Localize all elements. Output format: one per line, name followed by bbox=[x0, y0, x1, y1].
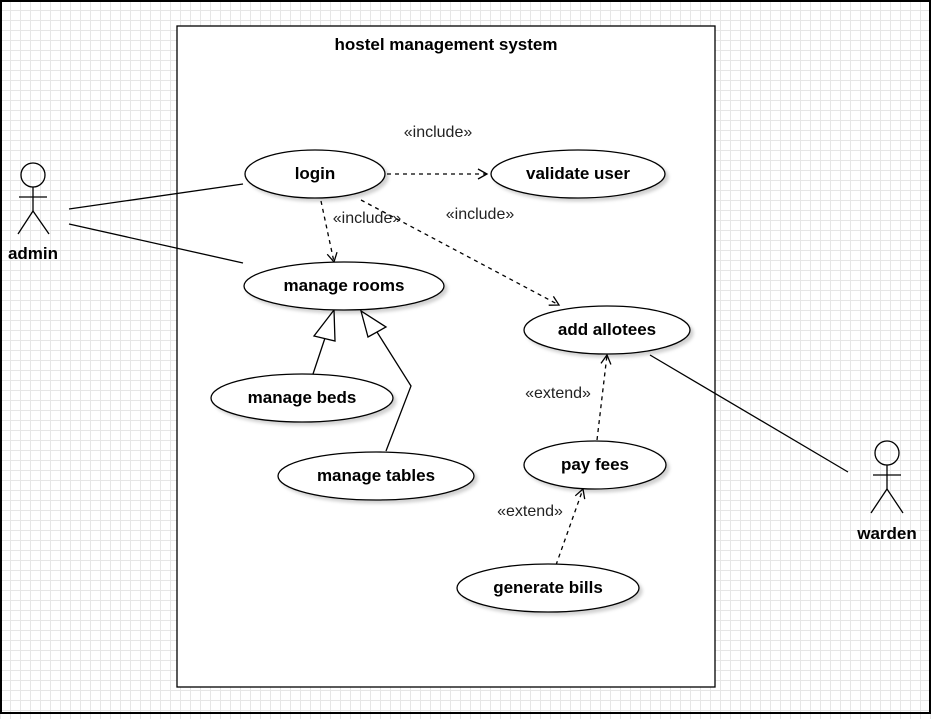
gen-beds-line bbox=[311, 337, 326, 378]
actor-admin-figure bbox=[17, 162, 50, 235]
use-case-pay-fees-label: pay fees bbox=[561, 455, 629, 474]
actor-warden-label: warden bbox=[856, 524, 917, 543]
assoc-admin-login bbox=[68, 183, 244, 210]
label-extend-bills: «extend» bbox=[497, 503, 563, 520]
associations bbox=[68, 183, 849, 473]
use-case-manage-rooms[interactable]: manage rooms bbox=[243, 261, 445, 311]
gen-tables-line bbox=[376, 331, 412, 452]
use-case-login-label: login bbox=[295, 164, 336, 183]
generalizations bbox=[311, 308, 412, 452]
assoc-warden-add-allotees bbox=[649, 354, 849, 473]
assoc-admin-manage-rooms bbox=[68, 223, 244, 264]
use-case-generate-bills-label: generate bills bbox=[493, 578, 603, 597]
use-case-validate-user-label: validate user bbox=[526, 164, 630, 183]
label-include-manage-rooms: «include» bbox=[333, 210, 402, 227]
gen-tables-triangle bbox=[359, 309, 388, 338]
dep-payfees-add-allotees bbox=[596, 353, 612, 441]
dependencies bbox=[320, 168, 612, 566]
actor-warden-figure bbox=[870, 440, 904, 514]
use-case-add-allotees-label: add allotees bbox=[558, 320, 656, 339]
actor-admin-label: admin bbox=[8, 244, 58, 263]
use-cases: login validate user manage rooms add all… bbox=[210, 149, 691, 613]
actor-admin[interactable]: admin bbox=[8, 162, 58, 263]
dep-bills-payfees bbox=[555, 487, 586, 566]
label-extend-payfees: «extend» bbox=[525, 385, 591, 402]
actor-warden[interactable]: warden bbox=[856, 440, 917, 543]
system-title: hostel management system bbox=[335, 35, 558, 54]
use-case-manage-rooms-label: manage rooms bbox=[284, 276, 405, 295]
use-case-generate-bills[interactable]: generate bills bbox=[456, 563, 640, 613]
label-include-validate: «include» bbox=[404, 124, 473, 141]
use-case-login[interactable]: login bbox=[244, 149, 386, 199]
dep-login-manage-rooms bbox=[320, 200, 338, 264]
dep-login-add-allotees bbox=[360, 199, 561, 306]
use-case-pay-fees[interactable]: pay fees bbox=[523, 440, 667, 490]
use-case-manage-tables-label: manage tables bbox=[317, 466, 435, 485]
label-include-add-allotees: «include» bbox=[446, 206, 515, 223]
use-case-manage-beds[interactable]: manage beds bbox=[210, 373, 394, 423]
use-case-validate-user[interactable]: validate user bbox=[490, 149, 666, 199]
use-case-manage-tables[interactable]: manage tables bbox=[277, 451, 475, 501]
gen-beds-triangle bbox=[312, 308, 336, 342]
use-case-manage-beds-label: manage beds bbox=[248, 388, 357, 407]
use-case-add-allotees[interactable]: add allotees bbox=[523, 305, 691, 355]
